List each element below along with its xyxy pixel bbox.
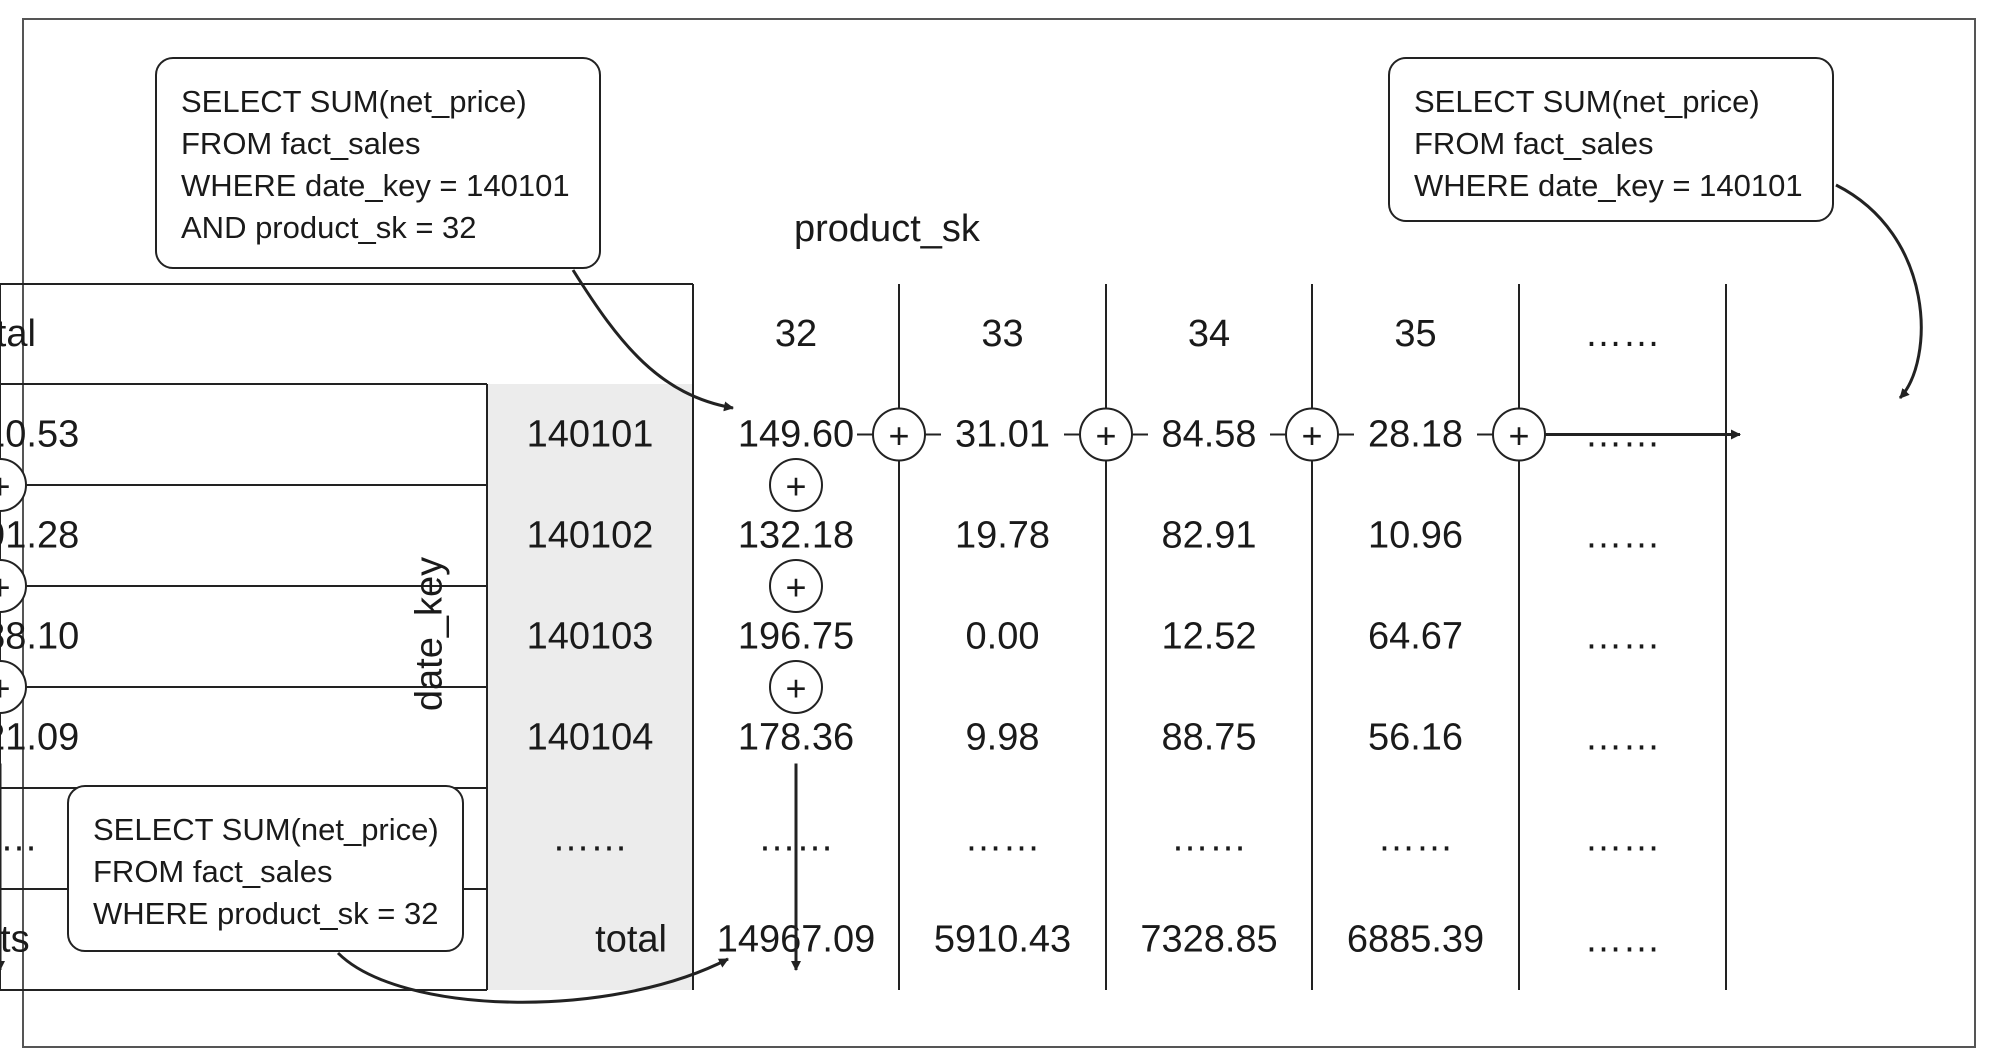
table-cell-value: 149.60 [738, 414, 854, 456]
column-header-label: 34 [1188, 313, 1230, 355]
plus-circle [1079, 407, 1133, 462]
row-key-label: …… [552, 818, 628, 860]
query-line: WHERE date_key = 140101 [1414, 168, 1803, 203]
plus-circle [872, 407, 926, 462]
plus-sign: + [785, 567, 806, 608]
plus-sign: + [1095, 415, 1116, 456]
plus-sign: + [0, 567, 11, 608]
query-line: SELECT SUM(net_price) [181, 84, 527, 119]
table-cell-value: …… [1378, 818, 1454, 860]
plus-sign: + [0, 668, 11, 709]
plus-sign: + [0, 466, 11, 507]
row-header-background [487, 384, 693, 990]
row-key-label: total [595, 919, 667, 961]
query-line: FROM fact_sales [93, 854, 333, 889]
column-query-arrow [336, 951, 729, 1004]
table-cell-value: 19.78 [955, 515, 1050, 557]
row-key-label: 140104 [527, 717, 654, 759]
table-cell-value: 54688.10 [0, 616, 79, 658]
table-cell-value: 31.01 [955, 414, 1050, 456]
table-cell-value: 0.00 [966, 616, 1040, 658]
row-key-label: 140102 [527, 515, 654, 557]
figure-frame [22, 18, 1976, 1048]
column-header-label: …… [1585, 313, 1661, 355]
table-cell-value: 12.52 [1161, 616, 1256, 658]
plus-operator: + [769, 660, 823, 714]
product-axis-label: product_sk [794, 208, 980, 250]
plus-operator: + [769, 559, 823, 613]
plus-circle [0, 458, 27, 512]
plus-operator: + [1285, 407, 1339, 462]
table-cell-value: 40710.53 [0, 414, 79, 456]
plus-sign: + [785, 466, 806, 507]
query-line: FROM fact_sales [1414, 126, 1654, 161]
table-cell-value: …… [965, 818, 1041, 860]
table-cell-value: …… [1585, 919, 1661, 961]
table-cell-value: 73091.28 [0, 515, 79, 557]
query-box-column-total: SELECT SUM(net_price) FROM fact_sales WH… [67, 785, 464, 952]
query-line: WHERE product_sk = 32 [93, 896, 439, 931]
plus-operator: + [872, 407, 926, 462]
plus-operator: + [1079, 407, 1133, 462]
table-cell-value: 88.75 [1161, 717, 1256, 759]
query-line: SELECT SUM(net_price) [1414, 84, 1760, 119]
cell-query-arrow [571, 269, 734, 412]
table-cell-value: …… [1585, 616, 1661, 658]
query-line: WHERE date_key = 140101 [181, 168, 570, 203]
table-cell-value: 5910.43 [934, 919, 1071, 961]
plus-circle [769, 458, 823, 512]
query-line: FROM fact_sales [181, 126, 421, 161]
table-cell-value: …… [0, 818, 38, 860]
table-cell-value: 95121.09 [0, 717, 79, 759]
column-header-label: total [0, 313, 36, 355]
plus-sign: + [888, 415, 909, 456]
table-cell-value: 64.67 [1368, 616, 1463, 658]
plus-circle [0, 660, 27, 714]
table-cell-value: 28.18 [1368, 414, 1463, 456]
plus-operator: + [769, 458, 823, 512]
plus-circle [769, 559, 823, 613]
column-header-label: 35 [1394, 313, 1436, 355]
table-cell-value: 9.98 [966, 717, 1040, 759]
date-axis-label: date_key [408, 556, 451, 712]
row-query-arrow [1835, 183, 1923, 400]
plus-operator: + [0, 458, 27, 512]
plus-circle [0, 559, 27, 613]
table-cell-value: 132.18 [738, 515, 854, 557]
table-cell-value: 7328.85 [1140, 919, 1277, 961]
table-cell-value: 10.96 [1368, 515, 1463, 557]
table-cell-value: 178.36 [738, 717, 854, 759]
table-cell-value: 196.75 [738, 616, 854, 658]
plus-sign: + [785, 668, 806, 709]
plus-sign: + [1508, 415, 1529, 456]
column-header-label: 32 [775, 313, 817, 355]
row-key-label: 140103 [527, 616, 654, 658]
plus-sign: + [1301, 415, 1322, 456]
plus-operator: + [0, 559, 27, 613]
table-cell-value: 84.58 [1161, 414, 1256, 456]
row-key-label: 140101 [527, 414, 654, 456]
query-line: AND product_sk = 32 [181, 210, 477, 245]
table-cell-value: …… [1585, 717, 1661, 759]
table-cell-value: …… [1171, 818, 1247, 860]
plus-circle [769, 660, 823, 714]
column-header-label: 33 [981, 313, 1023, 355]
plus-operator: + [1492, 407, 1546, 462]
table-cell-value: …… [1585, 818, 1661, 860]
plus-circle [1285, 407, 1339, 462]
table-cell-value: 82.91 [1161, 515, 1256, 557]
query-box-cell: SELECT SUM(net_price) FROM fact_sales WH… [155, 57, 601, 269]
plus-operator: + [0, 660, 27, 714]
table-cell-value: 6885.39 [1347, 919, 1484, 961]
table-cell-value: lots [0, 919, 30, 961]
table-cell-value: …… [1585, 515, 1661, 557]
table-cell-value: 56.16 [1368, 717, 1463, 759]
query-line: SELECT SUM(net_price) [93, 812, 439, 847]
query-box-row-total: SELECT SUM(net_price) FROM fact_sales WH… [1388, 57, 1834, 222]
